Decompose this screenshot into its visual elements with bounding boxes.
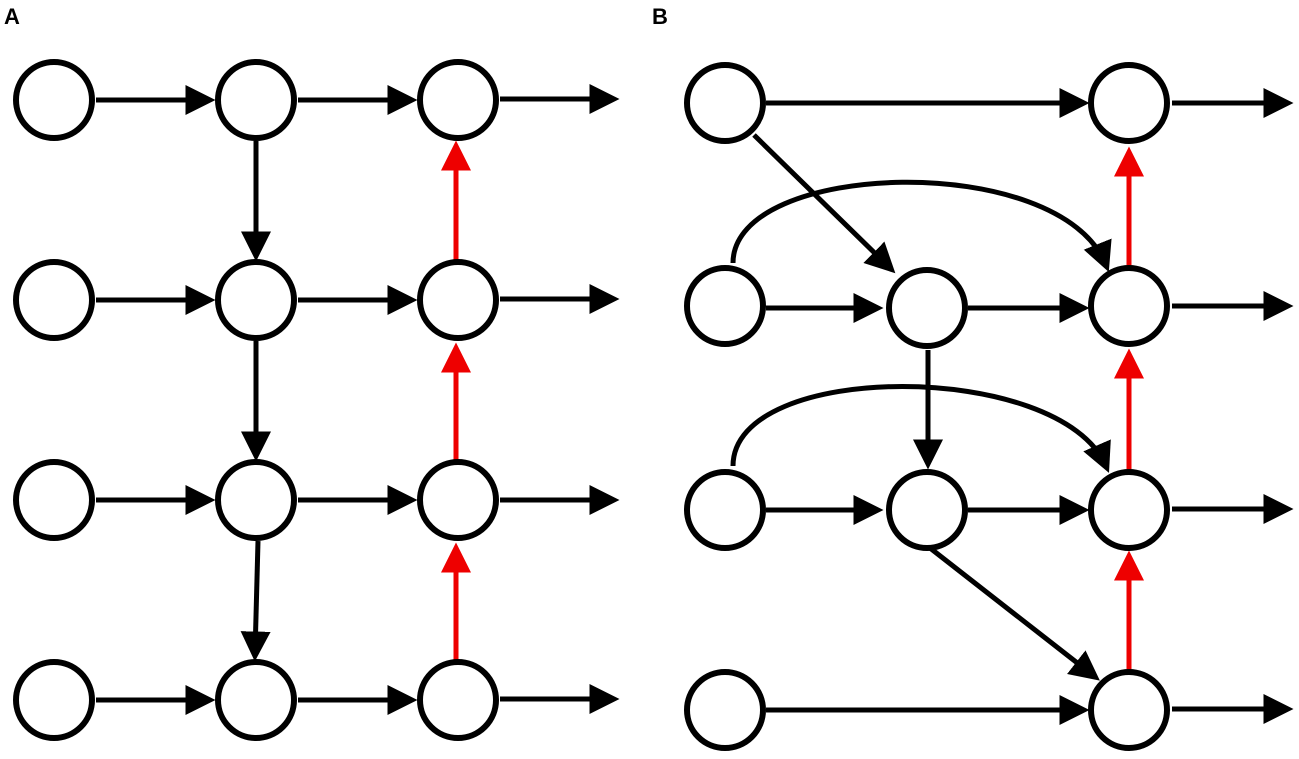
edge-b6-b8-curved bbox=[730, 384, 1111, 473]
edge-b3-b5-curved bbox=[730, 179, 1112, 272]
node-a3 bbox=[417, 59, 499, 141]
node-a11 bbox=[215, 659, 297, 741]
node-b3 bbox=[684, 265, 766, 347]
edge-b1-b4 bbox=[752, 133, 896, 274]
panel-b-nodes bbox=[684, 62, 1170, 751]
node-b4 bbox=[886, 267, 968, 349]
node-a9 bbox=[417, 459, 499, 541]
node-b10 bbox=[1088, 669, 1170, 751]
node-b8 bbox=[1088, 469, 1170, 551]
panel-a-edges bbox=[96, 84, 620, 715]
node-b1 bbox=[684, 62, 766, 144]
node-a12 bbox=[417, 659, 499, 741]
node-a5 bbox=[215, 259, 297, 341]
node-b6 bbox=[684, 469, 766, 551]
edge-a8-a11 bbox=[240, 540, 271, 662]
panel-b-edges bbox=[730, 88, 1294, 725]
node-a6 bbox=[417, 259, 499, 341]
panel-label-a: A bbox=[4, 4, 20, 29]
node-a8 bbox=[215, 459, 297, 541]
node-b5 bbox=[1088, 265, 1170, 347]
node-a7 bbox=[13, 459, 95, 541]
panel-a-nodes bbox=[13, 59, 499, 741]
node-a2 bbox=[215, 59, 297, 141]
node-a10 bbox=[13, 659, 95, 741]
node-b2 bbox=[1088, 62, 1170, 144]
node-b7 bbox=[886, 469, 968, 551]
node-b9 bbox=[684, 669, 766, 751]
panel-label-b: B bbox=[652, 4, 668, 29]
node-a1 bbox=[13, 59, 95, 141]
edge-b7-b10 bbox=[928, 546, 1100, 681]
node-a4 bbox=[13, 259, 95, 341]
